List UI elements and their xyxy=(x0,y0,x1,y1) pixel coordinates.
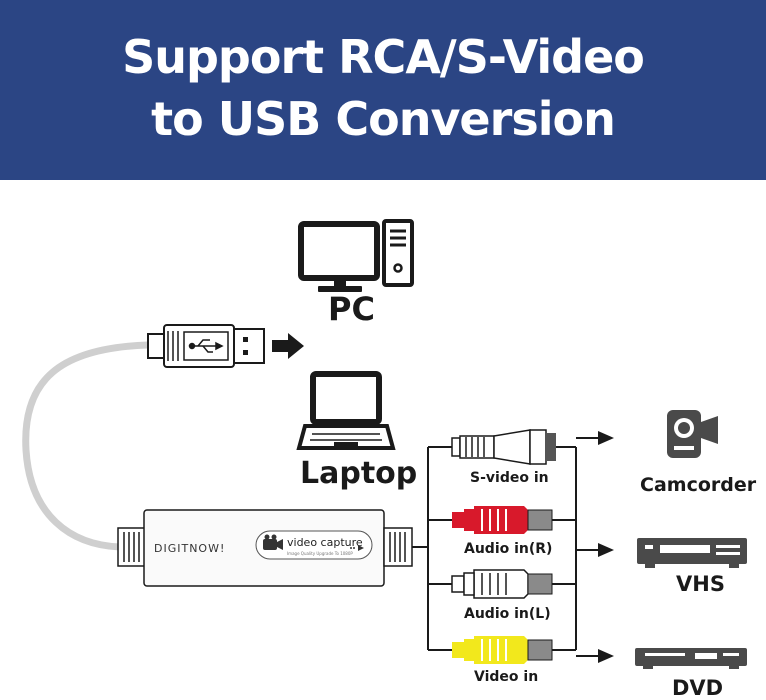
usb-icon xyxy=(188,339,224,353)
connection-diagram: DIGITNOW! video capture Image Quality Up… xyxy=(22,219,747,669)
vhs-label: VHS xyxy=(676,572,725,596)
audio-r-label: Audio in(R) xyxy=(464,541,553,557)
pc-label: PC xyxy=(328,290,375,328)
branch-lines xyxy=(412,437,600,657)
tagline-label: Image Quality Upgrade To 1080P xyxy=(287,551,353,556)
audio-l-label: Audio in(L) xyxy=(464,606,551,622)
brand-label: DIGITNOW! xyxy=(154,542,225,555)
dvd-icon xyxy=(635,648,747,669)
laptop-icon xyxy=(296,371,396,450)
dvd-label: DVD xyxy=(672,676,724,700)
monitor-icon xyxy=(298,221,380,292)
arrow-right-icon xyxy=(598,649,614,663)
usb-cable xyxy=(22,341,152,551)
svideo-label: S-video in xyxy=(470,470,549,486)
audio-l-connector xyxy=(451,569,553,599)
title-line-2: to USB Conversion xyxy=(151,92,616,146)
arrow-right-icon xyxy=(598,543,614,557)
laptop-label: Laptop xyxy=(300,456,418,491)
usb-plug xyxy=(147,324,265,368)
product-label: video capture xyxy=(287,536,363,549)
arrow-right-icon xyxy=(272,333,304,359)
video-camera-icon xyxy=(263,534,283,550)
audio-r-connector xyxy=(452,506,553,534)
svideo-connector xyxy=(451,429,556,465)
tower-icon xyxy=(382,219,414,287)
capture-box: DIGITNOW! video capture Image Quality Up… xyxy=(117,509,413,587)
video-label: Video in xyxy=(474,669,539,685)
camcorder-icon xyxy=(667,410,718,458)
header-banner: Support RCA/S-Video to USB Conversion xyxy=(0,0,766,180)
vhs-icon xyxy=(637,538,747,568)
camcorder-label: Camcorder xyxy=(640,474,757,496)
arrow-right-icon xyxy=(598,431,614,445)
title-line-1: Support RCA/S-Video xyxy=(122,30,645,84)
video-connector xyxy=(452,636,553,664)
